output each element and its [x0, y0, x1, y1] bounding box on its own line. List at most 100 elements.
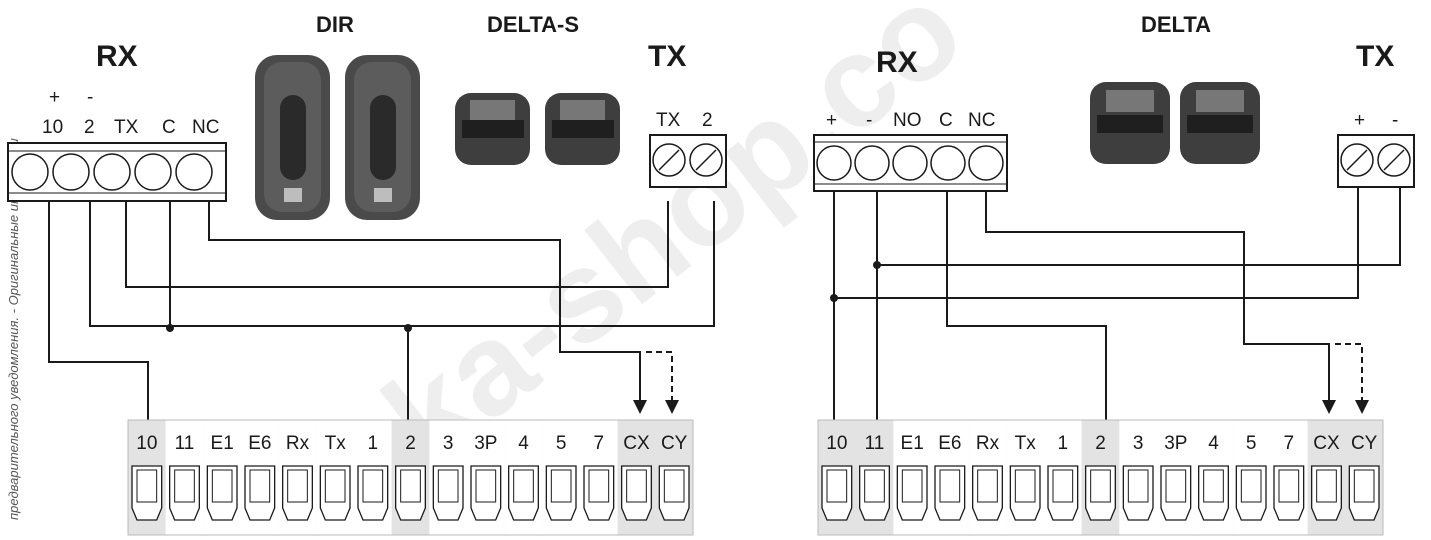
terminal-screw-inner — [437, 469, 459, 503]
left-diagram: RX DIR DELTA-S TX + - 10 2 TX C NC — [7, 12, 727, 420]
terminal-label-tx: Tx — [325, 433, 347, 454]
left-rx-terminal-box — [7, 142, 227, 202]
terminal-label-11: 11 — [865, 433, 885, 454]
terminal-label-5: 5 — [556, 433, 567, 454]
delta-title: DELTA — [1141, 12, 1211, 37]
terminal-screw-slot — [206, 465, 238, 521]
delta-photocell-icon — [1090, 82, 1170, 164]
terminal-screw-slot — [658, 465, 690, 521]
rx-minus-label: - — [87, 87, 93, 108]
terminal-screw-slot — [470, 465, 502, 521]
terminal-screw-inner — [1165, 469, 1187, 503]
right-tx-terminal-box — [1337, 134, 1415, 188]
terminal-label-tx: Tx — [1015, 433, 1037, 454]
terminal-screw-inner — [136, 469, 158, 503]
terminal-screw-inner — [1203, 469, 1224, 503]
terminal-screw-slot — [859, 465, 890, 521]
terminal-screw-inner — [1353, 469, 1375, 503]
terminal-label-cy: CY — [1351, 433, 1378, 454]
terminal-screw-inner — [626, 469, 647, 503]
left-rx-title: RX — [96, 40, 138, 73]
terminal-label-3p: 3P — [1164, 433, 1187, 454]
terminal-screw-slot — [357, 465, 389, 521]
terminal-screw-inner — [324, 469, 346, 503]
right-wires — [830, 187, 1401, 420]
terminal-label-1: 1 — [368, 433, 379, 454]
terminal-screw-slot — [821, 465, 853, 521]
terminal-screw-slot — [282, 465, 313, 521]
terminal-screw-slot — [244, 465, 276, 521]
terminal-label-2: 2 — [1095, 433, 1106, 454]
terminal-screw-slot — [1047, 465, 1079, 521]
terminal-label-cx: CX — [623, 433, 650, 454]
right-diagram: RX DELTA TX + - NO C NC + - — [813, 12, 1415, 420]
dir-photocell-icon — [345, 55, 420, 220]
rx-terminal-nc: NC — [192, 117, 219, 138]
tx-terminal-plus: + — [1354, 110, 1365, 131]
terminal-screw-inner — [1316, 469, 1337, 503]
terminal-label-e6: E6 — [248, 433, 271, 454]
tx-terminal-2: 2 — [702, 110, 713, 131]
terminal-screw-inner — [1278, 469, 1300, 503]
dir-photocell-icon — [255, 55, 330, 220]
right-tx-title: TX — [1356, 40, 1394, 73]
terminal-screw-inner — [249, 469, 271, 503]
rx-terminal-plus: + — [826, 110, 837, 131]
terminal-screw-slot — [583, 465, 615, 521]
right-rx-title: RX — [876, 46, 918, 79]
terminal-screw-slot — [395, 465, 426, 521]
terminal-screw-slot — [934, 465, 966, 521]
terminal-screw-inner — [362, 469, 384, 503]
terminal-block-outline — [127, 419, 694, 536]
terminal-screw-slot — [1348, 465, 1380, 521]
terminal-screw-slot — [972, 465, 1003, 521]
rx-terminal-nc: NC — [968, 110, 995, 131]
terminal-screw-inner — [1127, 469, 1149, 503]
terminal-screw-inner — [1240, 469, 1262, 503]
terminal-screw-inner — [663, 469, 685, 503]
left-tx-title: TX — [648, 40, 686, 73]
terminal-screw-slot — [1085, 465, 1116, 521]
terminal-screw-inner — [826, 469, 848, 503]
terminal-screw-slot — [508, 465, 539, 521]
terminal-screw-slot — [1235, 465, 1267, 521]
tx-terminal-tx: TX — [656, 110, 681, 131]
right-rx-terminal-box — [813, 134, 1008, 192]
terminal-screw-slot — [1160, 465, 1192, 521]
terminal-screw-inner — [174, 469, 195, 503]
terminal-label-cx: CX — [1313, 433, 1340, 454]
terminal-screw-inner — [287, 469, 308, 503]
rx-terminal-tx: TX — [114, 117, 139, 138]
rx-terminal-2: 2 — [84, 117, 95, 138]
terminal-screw-slot — [319, 465, 351, 521]
terminal-label-3: 3 — [1133, 433, 1144, 454]
terminal-label-e6: E6 — [938, 433, 961, 454]
terminal-screw-slot — [1273, 465, 1305, 521]
terminal-label-rx: Rx — [286, 433, 310, 454]
terminal-screw-slot — [545, 465, 577, 521]
terminal-label-rx: Rx — [976, 433, 1000, 454]
terminal-screw-inner — [901, 469, 923, 503]
terminal-block-outline — [817, 419, 1384, 536]
terminal-label-11: 11 — [175, 433, 195, 454]
terminal-label-2: 2 — [405, 433, 416, 454]
terminal-screw-slot — [131, 465, 163, 521]
rx-terminal-minus: - — [866, 110, 872, 131]
terminal-screw-inner — [1014, 469, 1036, 503]
terminal-screw-inner — [475, 469, 497, 503]
terminal-screw-inner — [550, 469, 572, 503]
terminal-screw-inner — [513, 469, 534, 503]
terminal-screw-slot — [1198, 465, 1229, 521]
terminal-screw-inner — [400, 469, 421, 503]
terminal-label-3p: 3P — [474, 433, 497, 454]
rx-terminal-c: C — [162, 117, 176, 138]
delta-photocell-icon — [1180, 82, 1260, 164]
terminal-label-7: 7 — [594, 433, 605, 454]
terminal-screw-slot — [432, 465, 464, 521]
terminal-screw-inner — [1090, 469, 1111, 503]
terminal-screw-slot — [896, 465, 928, 521]
terminal-screw-slot — [1311, 465, 1342, 521]
